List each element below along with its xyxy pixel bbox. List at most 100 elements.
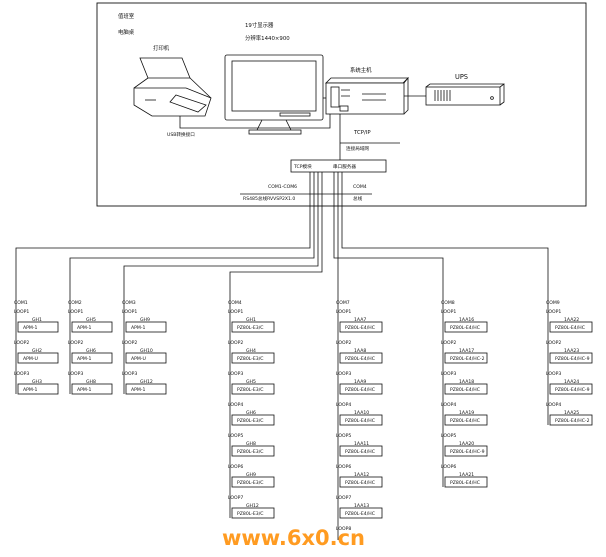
loop-label: LOOP2 <box>441 340 456 346</box>
device-box <box>71 352 113 364</box>
loop-label: LOOP6 <box>228 464 243 470</box>
device-box <box>339 445 383 457</box>
device-code: 1AA21 <box>459 472 474 478</box>
device-code: GH10 <box>140 348 153 354</box>
device-model: APM-1 <box>131 387 146 393</box>
loop-label: LOOP2 <box>546 340 561 346</box>
device-box <box>231 414 275 426</box>
hub-label-right: 串口服务器 <box>333 163 356 170</box>
device-code: 1AA24 <box>564 379 579 385</box>
loop-label: LOOP7 <box>228 495 243 501</box>
device-model: APM-1 <box>23 387 38 393</box>
device-model: APM-1 <box>77 387 92 393</box>
device-model: PZ80L-E3/C <box>237 449 263 455</box>
device-code: GH9 <box>140 317 150 323</box>
device-box <box>231 445 275 457</box>
device-code: GH6 <box>86 348 96 354</box>
device-code: 1AA16 <box>459 317 474 323</box>
column-title: COM8 <box>441 300 455 306</box>
device-code: GH5 <box>86 317 96 323</box>
loop-label: LOOP2 <box>122 340 137 346</box>
device-box <box>444 352 488 364</box>
device-model: PZ80L-E3/C <box>237 356 263 362</box>
watermark-text: www.6x0.cn <box>222 526 365 550</box>
loop-label: LOOP8 <box>336 526 351 532</box>
loop-label: LOOP1 <box>122 309 137 315</box>
loop-label: LOOP2 <box>68 340 83 346</box>
com-drop-lines <box>15 172 549 300</box>
bus-label-left-sub: RS485总线RVVSP2X1.0 <box>243 195 295 202</box>
device-model: PZ80L-E4/HC-9 <box>555 356 590 362</box>
device-box <box>339 383 383 395</box>
monitor-label-1: 19寸显示器 <box>245 21 274 29</box>
device-model: PZ80L-E4/HC <box>345 325 375 331</box>
drop-line-com-2 <box>69 172 315 300</box>
device-code: 1AA12 <box>354 472 369 478</box>
serial-server <box>290 159 387 173</box>
device-model: PZ80L-E3/C <box>237 387 263 393</box>
device-model: PZ80L-E4/HC <box>450 325 480 331</box>
loop-label: LOOP1 <box>546 309 561 315</box>
device-box <box>339 321 383 333</box>
device-box <box>125 352 167 364</box>
column-title: COM2 <box>68 300 82 306</box>
device-box <box>71 321 113 333</box>
loop-label: LOOP2 <box>14 340 29 346</box>
loop-label: LOOP1 <box>68 309 83 315</box>
device-model: PZ80L-E4/HC-9 <box>450 449 485 455</box>
device-box <box>339 507 383 519</box>
tcpip-label: TCP/IP <box>353 130 371 136</box>
device-model: PZ80L-E4/HC-9 <box>555 387 590 393</box>
loop-label: LOOP1 <box>441 309 456 315</box>
device-code: GH3 <box>32 379 42 385</box>
device-model: PZ80L-E3/C <box>237 480 263 486</box>
device-code: GH5 <box>246 379 256 385</box>
column-title: COM4 <box>228 300 242 306</box>
column-title: COM3 <box>122 300 136 306</box>
column-title: COM7 <box>336 300 350 306</box>
device-box <box>444 383 488 395</box>
device-box <box>339 352 383 364</box>
device-box <box>339 414 383 426</box>
loop-label: LOOP3 <box>228 371 243 377</box>
device-code: 1AA13 <box>354 503 369 509</box>
loop-label: LOOP3 <box>336 371 351 377</box>
com-column-4: COM4LOOP1GH1PZ80L-E3/CLOOP2GH4PZ80L-E3/C… <box>228 300 275 519</box>
device-box <box>17 383 59 395</box>
loop-label: LOOP1 <box>228 309 243 315</box>
device-model: PZ80L-E4/HC <box>555 325 585 331</box>
device-code: GH1 <box>32 317 42 323</box>
bus-label-left: COM1-COM6 <box>268 184 297 190</box>
ups-icon <box>425 83 505 106</box>
ups-label: UPS <box>455 73 468 81</box>
device-model: PZ80L-E3/C <box>237 418 263 424</box>
device-box <box>17 352 59 364</box>
device-code: GH8 <box>246 441 256 447</box>
loop-label: LOOP7 <box>336 495 351 501</box>
loop-label: LOOP4 <box>228 402 243 408</box>
loop-label: LOOP5 <box>441 433 456 439</box>
lan-label: 连接局域网 <box>346 145 369 152</box>
device-model: PZ80L-E4/HC <box>450 480 480 486</box>
device-box <box>339 476 383 488</box>
column-title: COM1 <box>14 300 28 306</box>
loop-label: LOOP3 <box>441 371 456 377</box>
com-columns: COM1LOOP1GH1APM-1LOOP2GH2APM-ULOOP3GH3AP… <box>14 300 593 540</box>
device-box <box>549 352 593 364</box>
room-label-2: 电脑桌 <box>118 28 135 36</box>
loop-label: LOOP4 <box>336 402 351 408</box>
monitor-icon <box>224 54 324 135</box>
loop-label: LOOP3 <box>122 371 137 377</box>
loop-label: LOOP4 <box>441 402 456 408</box>
device-model: PZ80L-E4/HC-2 <box>450 356 485 362</box>
device-code: GH4 <box>246 348 256 354</box>
device-model: PZ80L-E4/HC <box>345 356 375 362</box>
loop-label: LOOP2 <box>228 340 243 346</box>
device-box <box>444 321 488 333</box>
device-model: APM-1 <box>131 325 146 331</box>
com-column-5: COM7LOOP11AA7PZ80L-E4/HCLOOP21AA8PZ80L-E… <box>336 300 383 540</box>
device-code: 1AA11 <box>354 441 369 447</box>
drop-line-com-1 <box>15 172 311 300</box>
room-label-1: 值班室 <box>118 12 135 20</box>
